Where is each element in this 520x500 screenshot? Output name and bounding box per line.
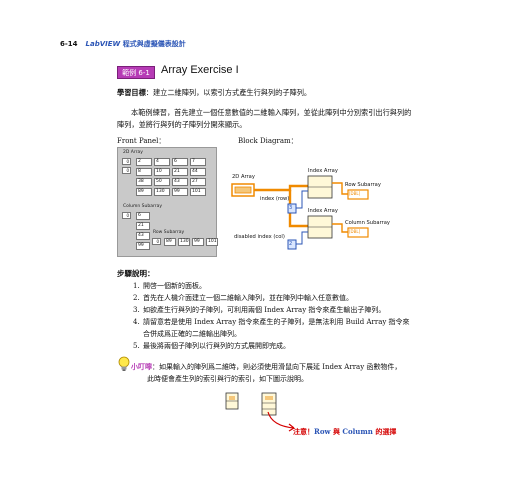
fp-array-cell: 7 xyxy=(190,158,206,166)
bd-2d-array-label: 2D Array xyxy=(232,174,255,180)
warn-row: Row xyxy=(314,427,331,436)
step-item: 合併成爲正確的二維輸出陣列。 xyxy=(133,328,423,340)
intro-paragraph: 本範例練習，首先建立一個任意數值的二維輸入陣列，並從此陣列中分別索引出行與列的陣… xyxy=(117,108,412,129)
step-item: 1.開啓一個新的面板。 xyxy=(133,280,423,292)
step-number: 5. xyxy=(133,342,140,350)
warn-pre: 注意！ xyxy=(293,427,314,436)
arrow-icon xyxy=(267,411,295,432)
example-badge: 範例 6-1 xyxy=(117,66,155,79)
front-panel-label: Front Panel： xyxy=(117,137,166,145)
fp-array-cell: 43 xyxy=(172,178,188,186)
fp-array-cell: 50 xyxy=(154,178,170,186)
bd-col-dbl: [DBL] xyxy=(349,229,361,234)
running-header: 6-14 LabVIEW 程式與虛擬儀表設計 xyxy=(60,39,186,49)
page-number: 6-14 xyxy=(60,40,78,48)
step-item: 3.如欲產生行與列的子陣列，可利用兩個 Index Array 指令來產生輸出子… xyxy=(133,304,423,316)
goal-text: ：建立二維陣列，以索引方式產生行與列的子陣列。 xyxy=(145,88,312,97)
step-text: 首先在人機介面建立一個二維輸入陣列，並在陣列中輸入任意數值。 xyxy=(143,294,353,302)
warn-mid: 與 xyxy=(330,427,343,436)
bd-row-out-label: Row Subarray xyxy=(345,182,381,188)
warn-post: 的選擇 xyxy=(372,427,397,436)
fp-row-cell: 89 xyxy=(164,238,176,246)
block-diagram-label: Block Diagram： xyxy=(238,137,298,145)
steps-list: 1.開啓一個新的面板。2.首先在人機介面建立一個二維輸入陣列，並在陣列中輸入任意… xyxy=(133,280,423,352)
learning-goal: 學習目標：建立二維陣列，以索引方式產生行與列的子陣列。 xyxy=(117,88,311,98)
bd-row-control-label: index (row) xyxy=(260,196,290,202)
lightbulb-icon xyxy=(118,356,130,371)
step-text: 合併成爲正確的二維輸出陣列。 xyxy=(143,330,241,338)
bd-index-array-2-label: Index Array xyxy=(308,208,338,214)
fp-row-cell: 99 xyxy=(192,238,204,246)
block-diagram-wires xyxy=(231,175,369,250)
step-number: 4. xyxy=(133,318,140,326)
block-diagram-figure: 2D Array Index Array Index Array index (… xyxy=(230,166,405,261)
tip-key: 小叮嚀 xyxy=(131,362,152,371)
tip-note: 小叮嚀：如果輸入的陣列爲二維時，則必須使用滑鼠向下展延 Index Array … xyxy=(131,361,401,385)
fp-row-subarray-label: Row Subarray xyxy=(153,230,185,235)
fp-column-subarray: 6 21 43 99 xyxy=(136,212,150,250)
header-labview: LabVIEW xyxy=(85,40,121,48)
bd-index-array-1-label: Index Array xyxy=(308,168,338,174)
fp-row-subarray-index: 0 xyxy=(152,238,161,245)
fp-array-cell: 44 xyxy=(190,168,206,176)
fp-col-index: 0 xyxy=(122,167,131,174)
header-book-title: 程式與虛擬儀表設計 xyxy=(120,40,186,48)
fp-array-cell: 8 xyxy=(136,168,152,176)
step-number: 2. xyxy=(133,294,140,302)
bd-row-out-terminal xyxy=(347,189,369,200)
goal-label: 學習目標 xyxy=(117,88,146,97)
fp-array-cell: 6 xyxy=(172,158,188,166)
fp-row-cell: 101 xyxy=(206,238,218,246)
fp-array-cell: 38 xyxy=(136,178,152,186)
warn-col: Column xyxy=(342,427,373,436)
fp-array-cell: 130 xyxy=(154,188,170,196)
fp-array-cell: 89 xyxy=(136,188,152,196)
fp-row-index: 0 xyxy=(122,158,131,165)
bd-row-dbl: [DBL] xyxy=(349,191,361,196)
step-number: 1. xyxy=(133,282,140,290)
steps-title-text: 步驟說明 xyxy=(117,269,147,278)
step-text: 請留意若是使用 Index Array 指令來產生的子陣列，是無法利用 Buil… xyxy=(143,318,410,326)
bd-row-const: 3 xyxy=(289,205,293,211)
fp-row-cell: 130 xyxy=(178,238,190,246)
step-number: 3. xyxy=(133,306,140,314)
tip-line1: ：如果輸入的陣列爲二維時，則必須使用滑鼠向下展延 Index Array 函數物… xyxy=(152,363,402,371)
index-array-icon-small xyxy=(225,392,239,410)
step-item: 5.最後將兩個子陣列以行與列的方式展開即完成。 xyxy=(133,340,423,352)
bd-col-const: 2 xyxy=(289,241,293,247)
fp-column-cell: 21 xyxy=(136,222,150,230)
fp-column-cell: 43 xyxy=(136,232,150,240)
tip-line2: 此時便會產生列的索引與行的索引，如下圖示說明。 xyxy=(147,375,308,383)
fp-array-cell: 27 xyxy=(190,178,206,186)
warning-note: 注意！Row 與 Column 的選擇 xyxy=(293,427,396,437)
fp-2d-array-label: 2D Array xyxy=(123,150,143,155)
step-item: 2.首先在人機介面建立一個二維輸入陣列，並在陣列中輸入任意數值。 xyxy=(133,292,423,304)
fp-array-cell: 99 xyxy=(172,188,188,196)
fp-array-cell: 10 xyxy=(154,168,170,176)
fp-column-index: 0 xyxy=(122,212,131,219)
bd-col-control-label: disabled index (col) xyxy=(234,234,285,240)
example-title: Array Exercise I xyxy=(161,64,239,76)
fp-column-cell: 99 xyxy=(136,242,150,250)
step-item: 4.請留意若是使用 Index Array 指令來產生的子陣列，是無法利用 Bu… xyxy=(133,316,423,328)
fp-array-cell: 101 xyxy=(190,188,206,196)
bd-col-out-terminal xyxy=(347,227,369,238)
fp-column-subarray-label: Column Subarray xyxy=(123,204,163,209)
bd-col-out-label: Column Subarray xyxy=(345,220,390,226)
step-text: 開啓一個新的面板。 xyxy=(143,282,206,290)
step-text: 最後將兩個子陣列以行與列的方式展開即完成。 xyxy=(143,342,290,350)
fp-array-cell: 4 xyxy=(154,158,170,166)
steps-title: 步驟說明： xyxy=(117,269,155,278)
fp-array-cell: 2 xyxy=(136,158,152,166)
step-text: 如欲產生行與列的子陣列，可利用兩個 Index Array 指令來產生輸出子陣列… xyxy=(143,306,386,314)
fp-column-cell: 6 xyxy=(136,212,150,220)
fp-array-cell: 21 xyxy=(172,168,188,176)
